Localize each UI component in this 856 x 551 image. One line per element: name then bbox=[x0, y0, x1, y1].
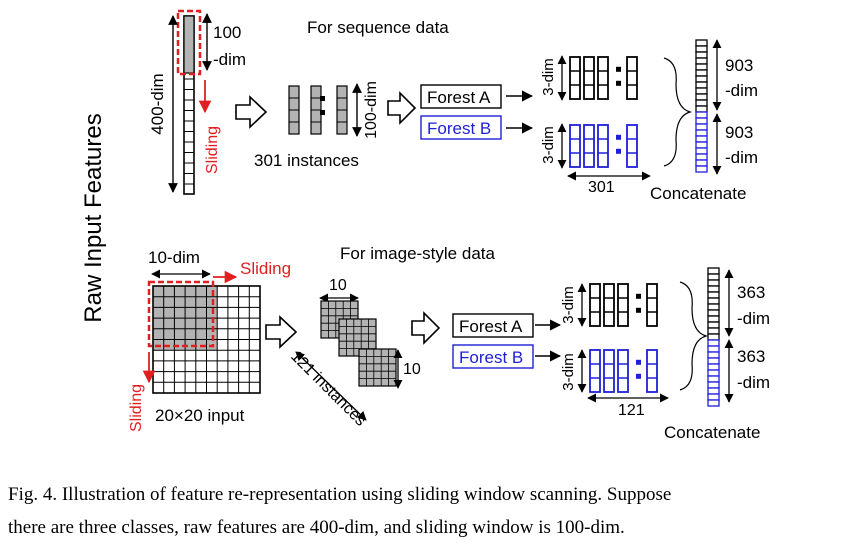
out-a-bottom: -dim bbox=[725, 81, 758, 100]
forest-b-box bbox=[420, 115, 502, 140]
patch-top-label: 10 bbox=[329, 277, 347, 294]
image-instances-label: 121 instances bbox=[287, 348, 369, 430]
image-out-a-top: 363 bbox=[737, 283, 765, 302]
sequence-title: For sequence data bbox=[307, 18, 449, 37]
image-count-label: 121 bbox=[618, 402, 645, 419]
image-class-vectors-a bbox=[589, 283, 658, 327]
forest-a-label: Forest A bbox=[427, 88, 491, 107]
concat-brace bbox=[663, 57, 693, 167]
concatenated-vector bbox=[695, 39, 708, 173]
class-vector bbox=[646, 349, 658, 393]
instance-vector bbox=[336, 85, 348, 135]
out-b-top: 903 bbox=[725, 123, 753, 142]
caption-line-2: there are three classes, raw features ar… bbox=[8, 517, 625, 538]
class-vector bbox=[569, 124, 581, 168]
class-vectors-a bbox=[569, 56, 638, 100]
class-vector bbox=[603, 283, 615, 327]
out-a-top: 903 bbox=[725, 56, 753, 75]
class-dim-a: 3-dim bbox=[540, 58, 557, 96]
image-title: For image-style data bbox=[340, 244, 495, 263]
forest-b-label: Forest B bbox=[427, 119, 491, 138]
hollow-arrow-4 bbox=[411, 311, 441, 345]
class-vector bbox=[626, 124, 638, 168]
window-dim-label: 10-dim bbox=[148, 248, 200, 267]
instance-vectors bbox=[288, 85, 348, 135]
class-vector bbox=[626, 56, 638, 100]
image-forest-b-label: Forest B bbox=[459, 348, 523, 367]
instance-vector bbox=[310, 85, 322, 135]
instances-dim-label: 100-dim bbox=[363, 81, 380, 139]
image-patch bbox=[358, 348, 397, 387]
raw-feature-vector bbox=[183, 15, 195, 195]
hollow-arrow-2 bbox=[387, 91, 417, 125]
side-label: Raw Input Features bbox=[80, 113, 107, 322]
image-sliding-window bbox=[147, 280, 215, 348]
sliding-label: Sliding bbox=[204, 126, 221, 174]
image-forest-a-label: Forest A bbox=[459, 317, 523, 336]
class-vector bbox=[617, 283, 629, 327]
class-dim-b: 3-dim bbox=[540, 126, 557, 164]
class-vector bbox=[589, 283, 601, 327]
image-out-a-bottom: -dim bbox=[737, 309, 770, 328]
class-vector bbox=[583, 56, 595, 100]
hollow-arrow-1 bbox=[235, 95, 268, 129]
class-vector bbox=[603, 349, 615, 393]
forest-a-box bbox=[420, 84, 502, 109]
image-class-vectors-b bbox=[589, 349, 658, 393]
image-out-b-top: 363 bbox=[737, 347, 765, 366]
class-vector bbox=[617, 349, 629, 393]
count-label: 301 bbox=[588, 179, 615, 196]
patch-side-label: 10 bbox=[403, 361, 421, 378]
class-vector bbox=[597, 124, 609, 168]
concat-label: Concatenate bbox=[650, 184, 746, 203]
class-vectors-b bbox=[569, 124, 638, 168]
input-grid bbox=[152, 285, 261, 394]
sliding-window bbox=[176, 9, 202, 76]
input-label: 20×20 input bbox=[155, 406, 245, 425]
instance-vector bbox=[288, 85, 300, 135]
image-concat-brace bbox=[679, 281, 709, 391]
window-dim-top: 100 bbox=[213, 23, 241, 42]
figure-canvas: Raw Input Features For sequence data 100… bbox=[80, 9, 770, 442]
image-out-b-bottom: -dim bbox=[737, 373, 770, 392]
class-vector bbox=[597, 56, 609, 100]
window-dim-bottom: -dim bbox=[213, 50, 246, 69]
class-vector bbox=[569, 56, 581, 100]
instances-count-label: 301 instances bbox=[254, 151, 359, 170]
image-concatenated-vector bbox=[707, 267, 720, 407]
caption-line-1: Fig. 4. Illustration of feature re-repre… bbox=[8, 484, 672, 505]
image-forest-a-box bbox=[452, 313, 534, 338]
sliding-v-label: Sliding bbox=[128, 384, 145, 432]
sliding-h-label: Sliding bbox=[240, 259, 291, 278]
hollow-arrow-3 bbox=[265, 315, 298, 349]
raw-dim-label: 400-dim bbox=[148, 73, 167, 134]
image-concat-label: Concatenate bbox=[664, 423, 760, 442]
image-class-dim-b: 3-dim bbox=[560, 353, 577, 391]
image-class-dim-a: 3-dim bbox=[560, 286, 577, 324]
class-vector bbox=[646, 283, 658, 327]
image-forest-b-box bbox=[452, 344, 534, 369]
class-vector bbox=[589, 349, 601, 393]
class-vector bbox=[583, 124, 595, 168]
figure-caption: Fig. 4. Illustration of feature re-repre… bbox=[8, 478, 850, 544]
out-b-bottom: -dim bbox=[725, 148, 758, 167]
image-patches bbox=[320, 300, 397, 387]
